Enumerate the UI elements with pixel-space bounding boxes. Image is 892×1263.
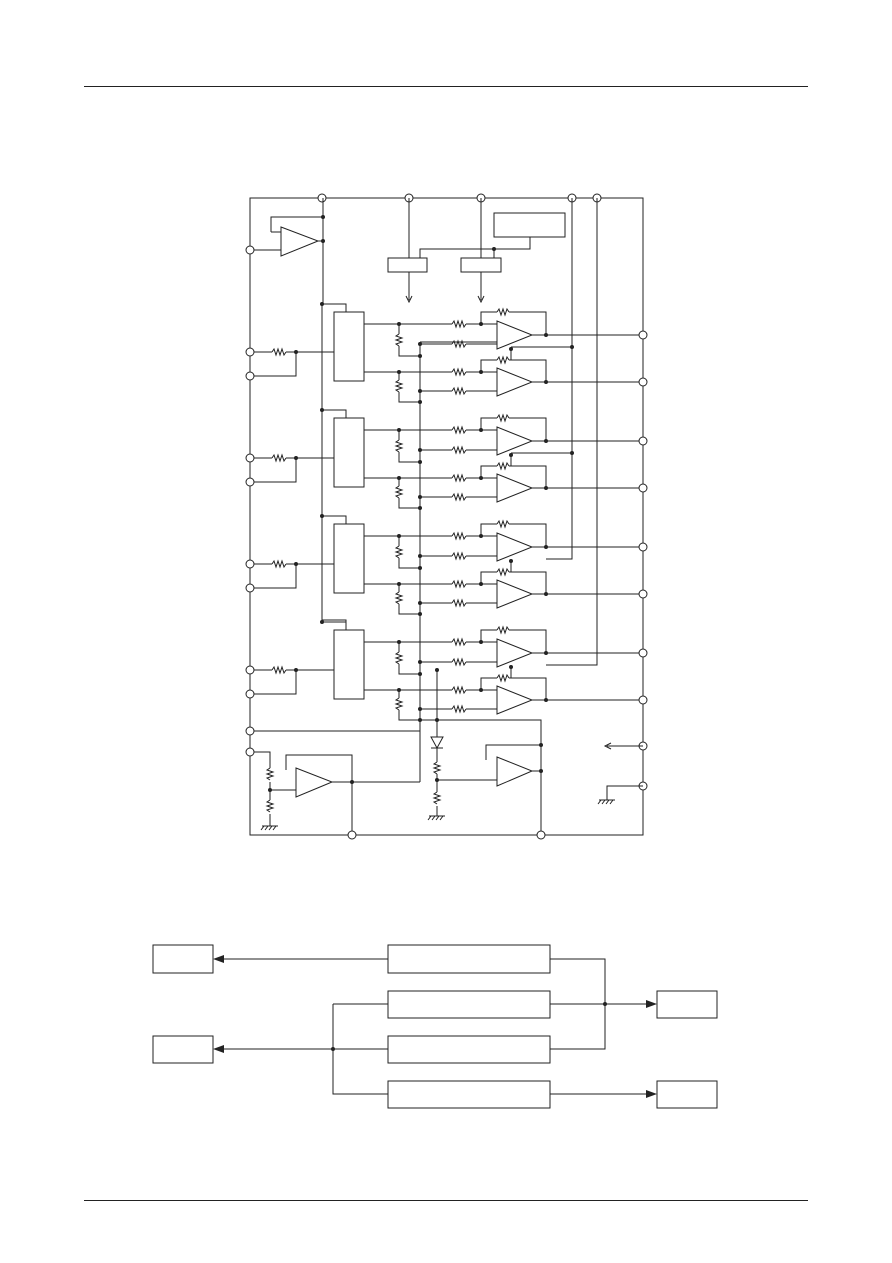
- flow-box-2: [388, 991, 550, 1018]
- lower-circuitry: [246, 668, 647, 839]
- footer-rule: [84, 1200, 808, 1201]
- chip-outline: [250, 198, 643, 835]
- bias-tie: [420, 342, 572, 347]
- flow-box-4: [388, 1081, 550, 1108]
- flow-diagram: [153, 945, 717, 1108]
- flow-box-1: [388, 945, 550, 973]
- channel-4: [245, 619, 648, 723]
- flow-box-3: [388, 1036, 550, 1063]
- reference-buffer: [246, 198, 325, 305]
- channel-1: [245, 301, 648, 405]
- flow-box-out-1: [153, 945, 213, 973]
- header-rule: [84, 86, 808, 87]
- flow-box-right-2: [657, 1081, 717, 1108]
- flow-box-out-2: [153, 1036, 213, 1063]
- flow-box-right-1: [657, 991, 717, 1018]
- channel-3: [245, 513, 648, 617]
- bus-lines: [546, 198, 597, 665]
- channel-2: [245, 407, 648, 511]
- reference-blocks: [388, 198, 565, 302]
